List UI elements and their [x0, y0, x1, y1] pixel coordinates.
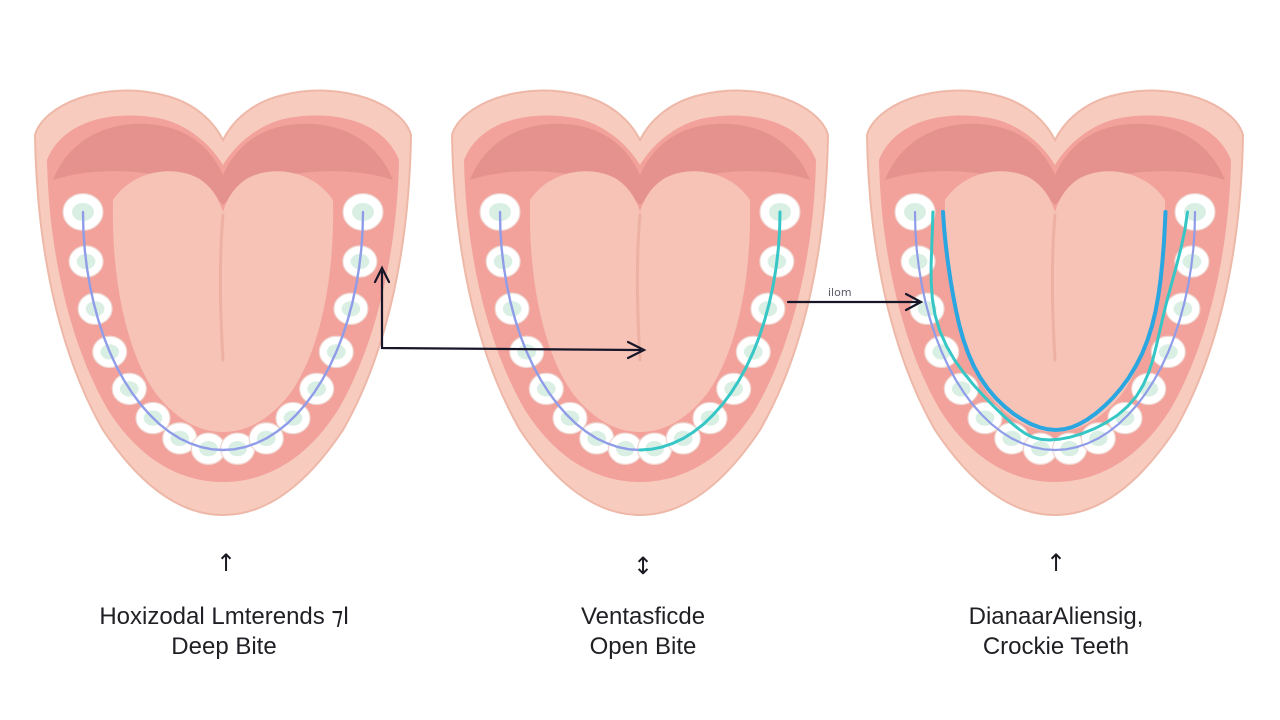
tongue-groove [218, 213, 225, 362]
palate-shadow [885, 123, 1225, 205]
crooked-teeth-indicator-icon: ↑ [1045, 549, 1067, 577]
open-bite-caption-line1: Ventasficde [580, 603, 706, 630]
crooked-teeth-mouth [865, 89, 1245, 517]
open-bite-caption: Ventasficde Open Bite [493, 602, 793, 662]
deep-bite-mouth [33, 89, 413, 517]
connector-arrow-1-upper-head [373, 265, 391, 284]
connector-arrow-2-head [904, 292, 924, 312]
palate-shadow [470, 123, 810, 205]
tongue-groove [635, 213, 642, 362]
deep-bite-caption-line1: Hoxizodal Lmterends ⁊l [99, 603, 349, 630]
archwire-teal [638, 210, 782, 452]
archwire [929, 210, 1189, 442]
connector-label: ilom [828, 286, 852, 299]
deep-bite-caption-line2: Deep Bite [171, 633, 277, 660]
archwire-group [913, 210, 1197, 452]
connector-arrow-1 [373, 265, 647, 360]
connector-arrow-2 [786, 292, 924, 312]
tongue [112, 171, 334, 432]
connector-arrow-1-right-head [626, 340, 647, 360]
archwire-group [498, 210, 782, 452]
palate-shadow [53, 123, 393, 205]
open-bite-mouth [450, 89, 830, 517]
archwire [941, 210, 1168, 433]
connector-arrow-1-line [380, 270, 642, 352]
deep-bite-indicator-icon: ↑ [215, 549, 237, 577]
open-bite-indicator-icon: ↕ [632, 552, 654, 580]
archwire [913, 210, 1197, 452]
tongue [944, 171, 1166, 432]
crooked-teeth-caption: DianaarAliensig, Crockie Teeth [906, 602, 1206, 662]
tongue [529, 171, 751, 432]
open-bite-caption-line2: Open Bite [589, 633, 697, 660]
archwire [81, 210, 365, 452]
tongue-groove [1050, 213, 1057, 362]
deep-bite-caption: Hoxizodal Lmterends ⁊l Deep Bite [74, 602, 374, 662]
archwire-group [81, 210, 365, 452]
crooked-teeth-caption-line2: Crockie Teeth [982, 633, 1130, 660]
crooked-teeth-caption-line1: DianaarAliensig, [968, 603, 1144, 630]
